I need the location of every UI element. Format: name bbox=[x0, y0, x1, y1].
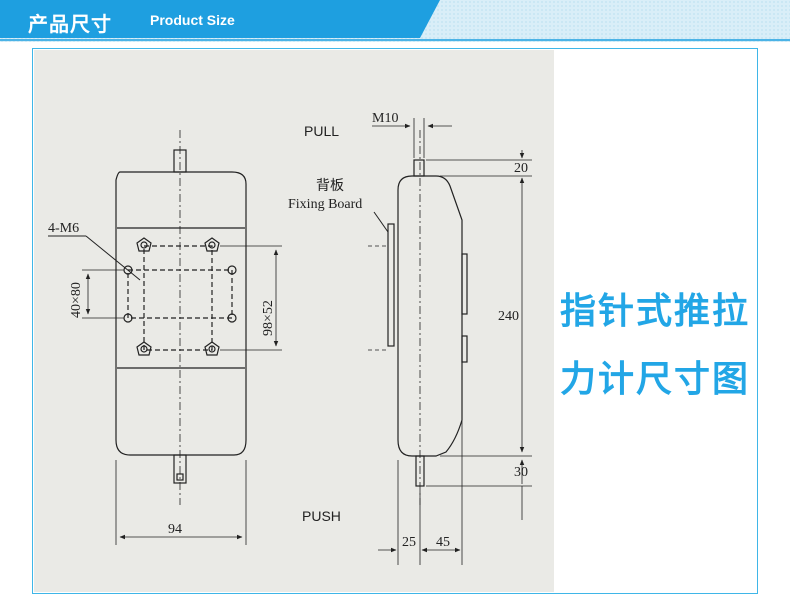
header-title-cn: 产品尺寸 bbox=[28, 14, 112, 36]
mounting-bolts bbox=[136, 237, 220, 356]
caption-line-2: 力计尺寸图 bbox=[560, 358, 751, 399]
header-title-en: Product Size bbox=[150, 12, 235, 28]
label-depth-a: 25 bbox=[402, 535, 416, 550]
header-background bbox=[0, 0, 790, 42]
header-banner: 产品尺寸 Product Size bbox=[0, 0, 790, 42]
label-back-plate-cn: 背板 bbox=[316, 178, 344, 194]
label-height: 240 bbox=[498, 309, 519, 324]
label-hole-pitch-small: 40×80 bbox=[69, 282, 84, 318]
label-bottom-stud: 30 bbox=[514, 465, 528, 480]
label-hole-pitch-large: 98×52 bbox=[261, 300, 276, 336]
drawing-panel bbox=[34, 50, 554, 592]
side-view-body bbox=[397, 175, 463, 457]
label-thread: M10 bbox=[372, 111, 398, 126]
label-pull: PULL bbox=[304, 123, 339, 139]
caption-line-1: 指针式推拉 bbox=[560, 290, 751, 331]
fixing-board bbox=[387, 223, 395, 347]
label-back-plate-en: Fixing Board bbox=[288, 197, 362, 212]
label-push: PUSH bbox=[302, 508, 341, 524]
label-depth-b: 45 bbox=[436, 535, 450, 550]
label-holes: 4-M6 bbox=[48, 221, 79, 236]
label-width: 94 bbox=[168, 522, 182, 537]
label-top-stud: 20 bbox=[514, 161, 528, 176]
front-view-body bbox=[115, 171, 247, 456]
